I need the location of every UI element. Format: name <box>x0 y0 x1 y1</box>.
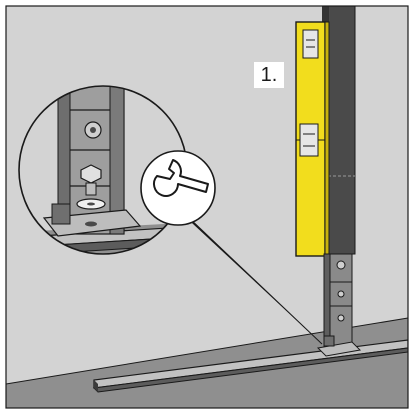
diagram-frame <box>5 5 409 409</box>
step-number-label: 1. <box>254 62 284 88</box>
post-lower <box>316 253 362 357</box>
zoom-callout-lines <box>178 210 323 345</box>
spirit-level <box>295 21 330 257</box>
wrench-icon <box>140 150 216 226</box>
